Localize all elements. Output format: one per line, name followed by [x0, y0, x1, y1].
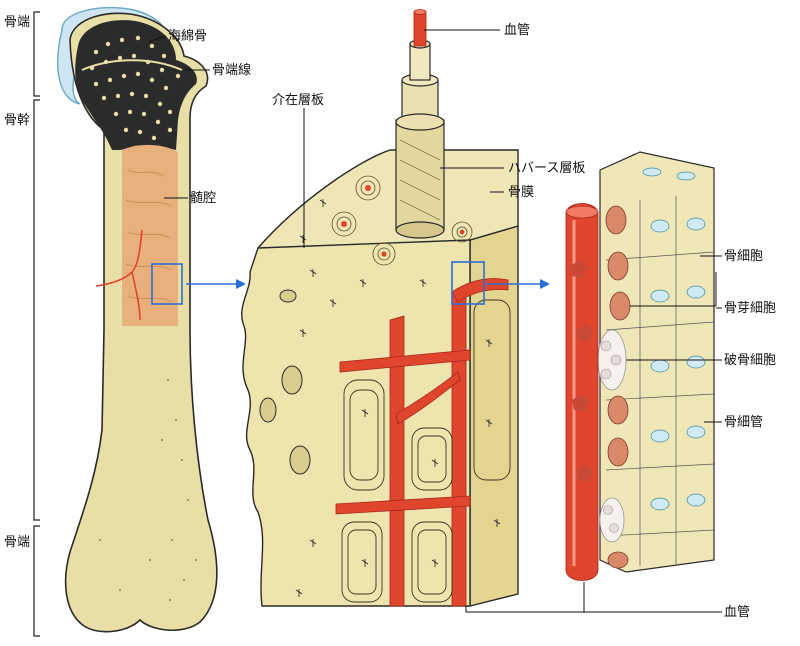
spongy-bone-head: [75, 20, 197, 151]
label-epiphysis-bottom: 骨端: [4, 535, 30, 550]
shaft-stipple: [99, 379, 197, 601]
label-periosteum: 骨膜: [508, 185, 534, 200]
femur-section: [56, 6, 218, 633]
epiphyseal-line: [81, 59, 183, 71]
capillary: [565, 203, 599, 581]
edge-cavities: [259, 289, 311, 475]
compact-bone-block: [241, 9, 519, 607]
label-bone-canaliculi: 骨細管: [724, 415, 763, 430]
osteoclasts: [597, 329, 627, 543]
label-haversian-lamellae: ハバース層板: [508, 161, 585, 176]
label-blood-vessel-bottom: 血管: [724, 605, 750, 620]
haversian-systems-top: [331, 175, 473, 266]
label-osteocyte: 骨細胞: [724, 249, 763, 264]
label-marrow-cavity: 髄腔: [190, 191, 216, 206]
label-epiphyseal-line: 骨端線: [212, 62, 251, 78]
block-front-face: [241, 239, 471, 607]
cell-grid: [605, 196, 715, 566]
label-interstitial-lamellae: 介在層板: [272, 93, 324, 108]
osteoblasts: [605, 205, 631, 569]
zoom-arrow-2: [486, 279, 550, 289]
label-osteoblast: 骨芽細胞: [724, 301, 776, 316]
cell-detail: [565, 151, 715, 581]
region-brackets: [33, 11, 40, 637]
osteocytes: [642, 167, 706, 511]
label-spongy-bone: 海綿骨: [168, 29, 207, 44]
highlight-box-left: [151, 263, 183, 305]
highlight-box-middle: [451, 261, 485, 305]
haversian-cylinder: [395, 9, 445, 239]
osteocyte-marks: [295, 199, 501, 597]
label-diaphysis: 骨幹: [4, 112, 30, 128]
lamellae-front: [341, 299, 511, 603]
label-osteoclast: 破骨細胞: [724, 353, 776, 368]
zoom-arrow-1: [186, 279, 246, 289]
label-blood-vessel-top: 血管: [504, 23, 530, 38]
marrow-cavity: [122, 144, 178, 326]
label-epiphysis-top: 骨端: [4, 15, 30, 30]
shaft-blood-vessel: [95, 229, 143, 321]
block-blood-vessels: [335, 278, 509, 607]
block-top-face: [257, 149, 519, 259]
marrow-texture: [125, 169, 173, 303]
